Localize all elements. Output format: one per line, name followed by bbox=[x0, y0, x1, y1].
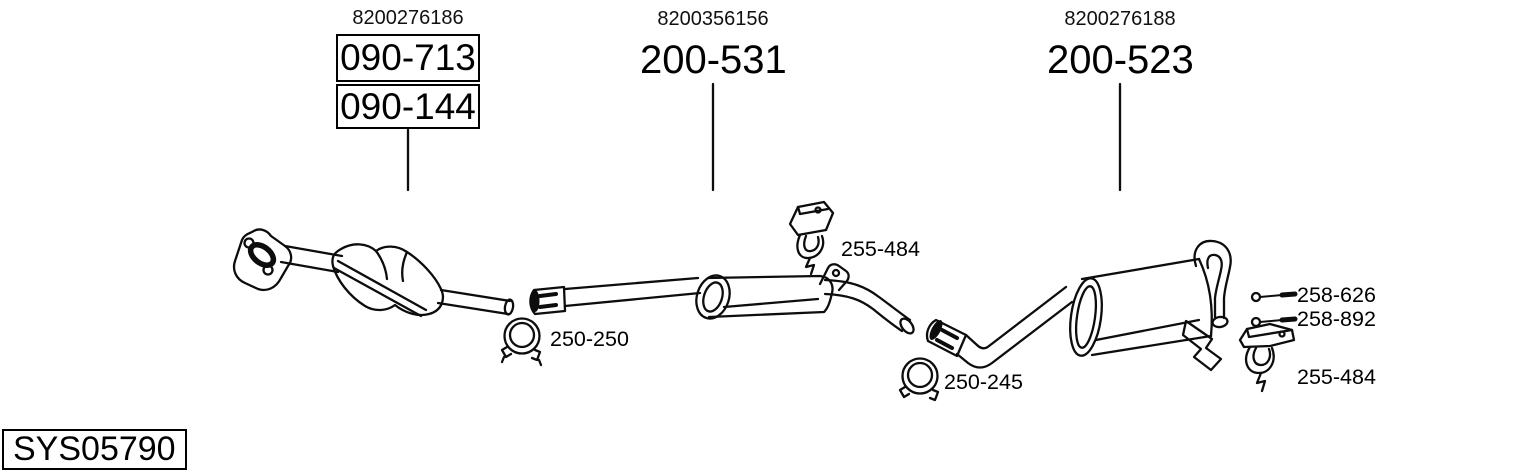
rear-pipe-icon bbox=[925, 285, 1074, 369]
leader-lines bbox=[406, 82, 1122, 192]
part-code-bolt-upper[interactable]: 258-626 bbox=[1297, 283, 1376, 307]
hanger-rear-icon bbox=[1238, 322, 1296, 393]
bolt-258-626-icon bbox=[1250, 291, 1298, 303]
system-id-badge: SYS05790 bbox=[2, 429, 187, 470]
part-code-bolt-lower[interactable]: 258-892 bbox=[1297, 307, 1376, 331]
pipe-bracket-icon bbox=[818, 263, 850, 292]
front-flange-icon bbox=[232, 228, 293, 292]
clamp-250-245-icon bbox=[898, 357, 940, 402]
oe-number-1: 8200276186 bbox=[352, 7, 464, 29]
oe-number-2: 8200356156 bbox=[657, 8, 769, 30]
part-code-200-523[interactable]: 200-523 bbox=[1047, 38, 1194, 82]
middle-pipe-icon bbox=[563, 276, 702, 308]
catalytic-converter-icon bbox=[331, 243, 445, 318]
part-code-hanger-rear[interactable]: 255-484 bbox=[1297, 365, 1376, 389]
middle-outlet-pipe-icon bbox=[823, 278, 915, 335]
rear-muffler-icon bbox=[1069, 257, 1213, 357]
part-code-hanger-middle[interactable]: 255-484 bbox=[841, 237, 920, 261]
hanger-middle-icon bbox=[788, 200, 835, 276]
rear-bracket-icon bbox=[1181, 319, 1223, 372]
middle-pipe-inlet-icon bbox=[529, 285, 567, 316]
oe-number-3: 8200276188 bbox=[1064, 8, 1176, 30]
part-code-clamp-middle[interactable]: 250-245 bbox=[944, 370, 1023, 394]
clamp-250-250-icon bbox=[500, 317, 543, 367]
front-pipe-icon bbox=[279, 244, 344, 274]
part-code-090-713[interactable]: 090-713 bbox=[336, 34, 480, 82]
part-code-clamp-front[interactable]: 250-250 bbox=[550, 327, 629, 351]
tailpipe-icon bbox=[1193, 239, 1232, 329]
part-code-200-531[interactable]: 200-531 bbox=[640, 38, 787, 82]
cat-outlet-pipe-icon bbox=[436, 288, 515, 316]
part-code-090-144[interactable]: 090-144 bbox=[336, 84, 480, 129]
middle-muffler-icon bbox=[695, 274, 834, 320]
